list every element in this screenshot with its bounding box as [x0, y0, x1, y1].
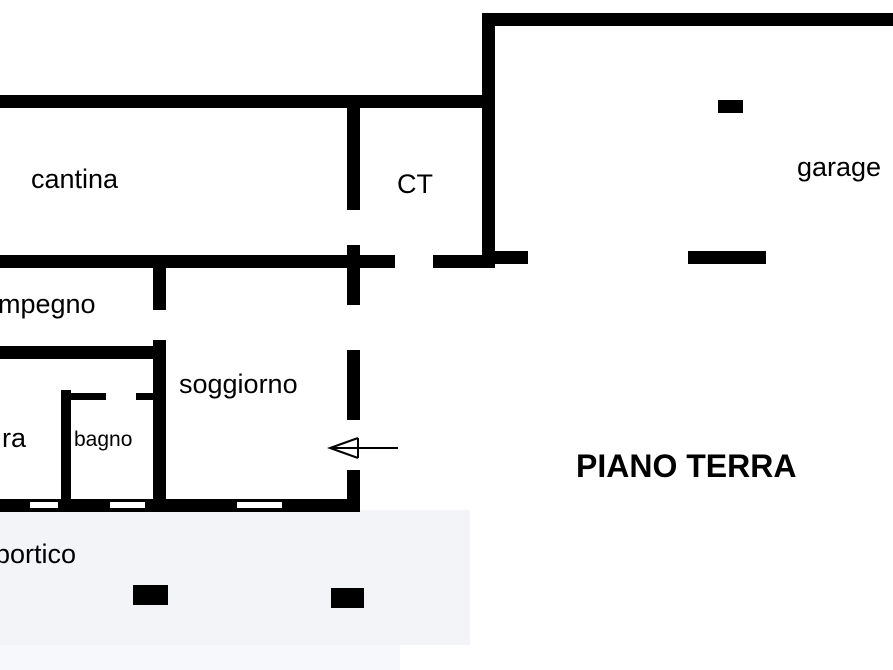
wall-soggiorno-right-mid [347, 350, 360, 420]
window-bottom-3 [237, 502, 282, 508]
wall-camera-bagno [61, 390, 71, 505]
wall-soggiorno-right-top [347, 245, 360, 305]
entrance-arrow-icon [327, 437, 398, 459]
pillar-right [331, 588, 364, 608]
room-label-ripostiglio: mpegno [0, 289, 96, 319]
wall-middle-c [495, 251, 528, 264]
wall-bagno-top-b [136, 393, 156, 400]
room-label-camera: ra [2, 423, 27, 453]
room-label-garage: garage [797, 152, 881, 182]
background-tints [0, 510, 470, 670]
garage-mark [718, 100, 743, 113]
window-bottom-1 [30, 502, 58, 508]
plan-title: PIANO TERRA [576, 448, 796, 484]
wall-bagno-top-a [66, 393, 106, 400]
wall-middle-d [688, 251, 766, 264]
room-label-bagno: bagno [74, 428, 132, 451]
wall-bagno-right [153, 340, 166, 505]
wall-cantina-ct [347, 100, 360, 210]
room-label-soggiorno: soggiorno [179, 369, 298, 399]
walls [0, 13, 893, 608]
wall-ripostiglio-bottom [0, 346, 166, 359]
wall-middle-b [433, 255, 495, 268]
windows [30, 305, 356, 508]
window-bottom-2 [110, 502, 145, 508]
wall-garage-top [482, 13, 893, 26]
room-label-ct: CT [397, 169, 433, 199]
room-label-portico: portico [0, 539, 76, 569]
wall-top-cantina [0, 95, 490, 108]
window-soggiorno [349, 305, 356, 350]
room-label-cantina: cantina [31, 164, 119, 194]
wall-ripostiglio-stub [153, 260, 166, 310]
pillar-left [133, 585, 168, 605]
wall-middle-a [0, 255, 395, 268]
wall-garage-left [482, 13, 495, 265]
